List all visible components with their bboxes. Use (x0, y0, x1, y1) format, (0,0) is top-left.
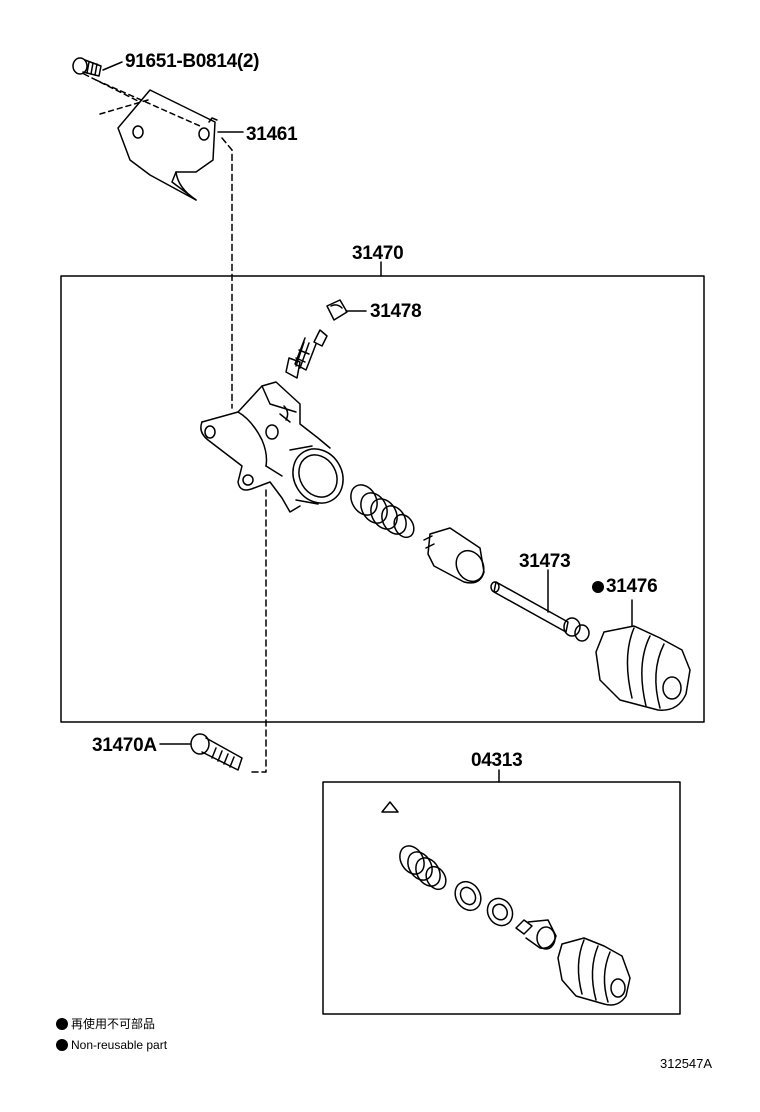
kit-spring-icon (399, 845, 447, 891)
legend-dot-icon (56, 1018, 68, 1030)
bolt-top-icon (72, 57, 123, 77)
label-boot-text: 31476 (606, 576, 658, 597)
legend-jp: 再使用不可部品 (56, 1018, 155, 1030)
kit-ring-icon (486, 897, 514, 927)
push-rod-icon (490, 569, 590, 642)
bleeder-cap-icon (326, 299, 367, 321)
label-bolt-top: 91651-B0814(2) (125, 51, 260, 72)
boot-icon (595, 599, 691, 711)
bolt-bottom-icon (159, 733, 243, 771)
legend-en: Non-reusable part (56, 1039, 167, 1051)
bracket-icon (117, 89, 244, 201)
kit-boot-icon (557, 937, 631, 1006)
label-boot: 31476 (592, 576, 658, 597)
kit-piston-icon (515, 919, 557, 950)
kit-cap-icon (381, 801, 399, 813)
label-repair-kit: 04313 (471, 750, 523, 771)
label-bolt-bottom: 31470A (92, 735, 157, 756)
spring-cup-icon (350, 484, 415, 539)
label-bracket: 31461 (246, 124, 298, 145)
cylinder-body-icon (200, 381, 344, 513)
legend-jp-text: 再使用不可部品 (71, 1017, 156, 1031)
label-push-rod: 31473 (519, 551, 571, 572)
diagram-id: 312547A (660, 1056, 713, 1071)
kit-seal-icon (454, 880, 482, 912)
label-bleeder-cap: 31478 (370, 301, 422, 322)
legend-dot-icon (56, 1039, 68, 1051)
piston-icon (423, 527, 485, 584)
legend-en-text: Non-reusable part (71, 1038, 168, 1052)
kit-box (322, 781, 681, 1015)
non-reusable-dot-icon (592, 580, 604, 593)
assy-box (60, 275, 705, 723)
bleeder-screw-icon (285, 329, 328, 379)
label-cylinder-assy: 31470 (352, 243, 404, 264)
